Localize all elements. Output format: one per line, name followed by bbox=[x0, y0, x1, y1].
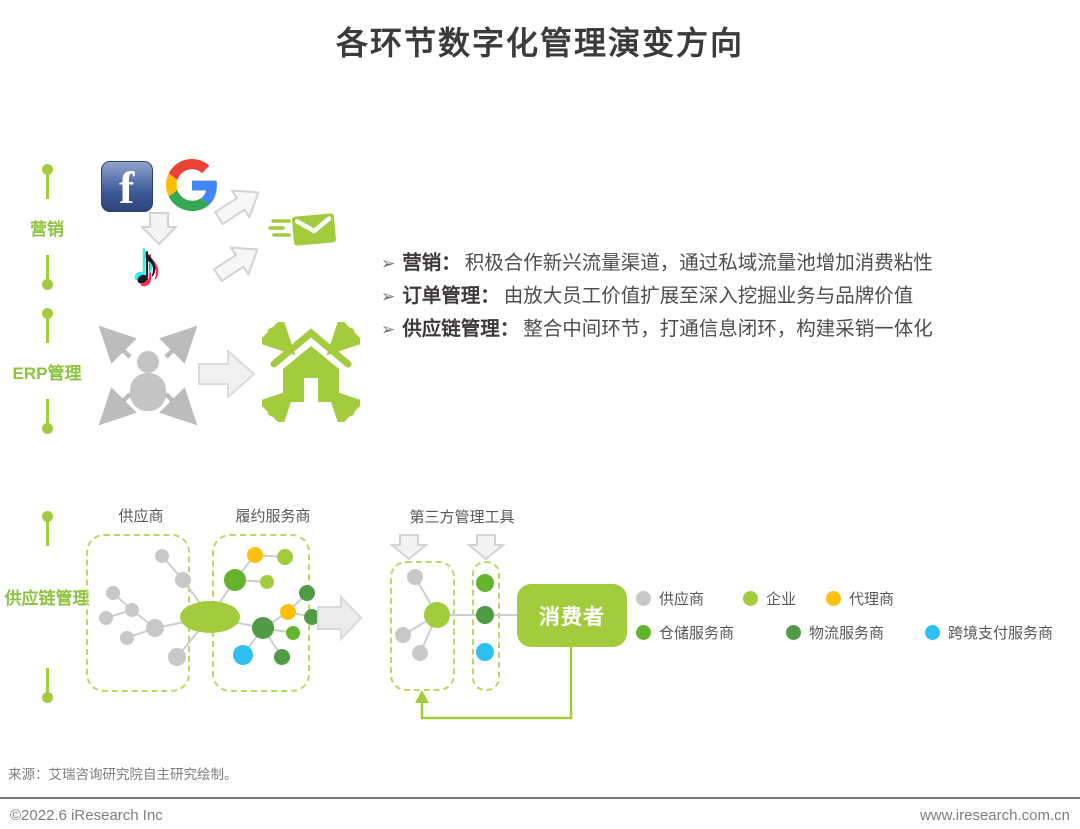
legend-item: 跨境支付服务商 bbox=[925, 624, 1053, 642]
flow-arrow-icon bbox=[198, 350, 256, 398]
tiktok-icon: ♪ bbox=[132, 232, 161, 297]
stage-label-fulfillment: 履约服务商 bbox=[235, 508, 311, 525]
legend-dot bbox=[636, 590, 651, 606]
stage-label-third-party-tools: 第三方管理工具 bbox=[409, 509, 515, 526]
facebook-icon: f bbox=[101, 161, 153, 212]
feedback-loop-arrow bbox=[415, 647, 573, 720]
tools-nodes bbox=[476, 574, 494, 661]
legend-dot bbox=[636, 624, 651, 640]
legend-item: 企业 bbox=[743, 590, 796, 608]
timeline-label-supply-chain: 供应链管理 bbox=[4, 589, 90, 608]
flow-arrow-icon bbox=[213, 189, 260, 226]
tools-box bbox=[472, 561, 500, 691]
bullet-item: ➢订单管理：由放大员工价值扩展至深入挖掘业务与品牌价值 bbox=[381, 285, 914, 307]
fulfillment-nodes bbox=[224, 547, 320, 665]
down-arrow-icon bbox=[389, 534, 506, 561]
network-edges bbox=[105, 554, 517, 658]
google-icon bbox=[166, 159, 217, 211]
supply-network-svg bbox=[99, 534, 573, 720]
page-title: 各环节数字化管理演变方向 bbox=[335, 25, 744, 61]
person-icon bbox=[98, 325, 198, 426]
legend-dot bbox=[826, 590, 841, 606]
managed-network-box bbox=[390, 561, 455, 691]
flow-arrow-icon bbox=[212, 246, 259, 283]
email-icon bbox=[268, 213, 336, 246]
legend-dot bbox=[743, 590, 758, 606]
legend-item: 代理商 bbox=[826, 590, 894, 608]
bullet-list: ➢营销：积极合作新兴流量渠道，通过私域流量池增加消费粘性 ➢订单管理：由放大员工… bbox=[381, 247, 1041, 346]
timeline-marker bbox=[42, 399, 53, 434]
house-icon bbox=[262, 322, 360, 422]
enterprise-hub-node bbox=[180, 601, 240, 633]
timeline-marker bbox=[42, 255, 53, 290]
timeline-marker bbox=[42, 511, 53, 546]
footer-bar: ©2022.6 iResearch Inc www.iresearch.com.… bbox=[0, 797, 1080, 829]
down-arrow-icon bbox=[141, 212, 177, 245]
legend-item: 物流服务商 bbox=[786, 624, 884, 642]
timeline-label-marketing: 营销 bbox=[30, 220, 64, 239]
source-note: 来源：艾瑞咨询研究院自主研究绘制。 bbox=[8, 767, 238, 782]
supplier-nodes bbox=[99, 549, 191, 666]
legend-item: 仓储服务商 bbox=[636, 624, 734, 642]
timeline-marker bbox=[42, 668, 53, 703]
timeline-marker bbox=[42, 308, 53, 343]
copyright-text: ©2022.6 iResearch Inc bbox=[10, 806, 163, 824]
managed-network-nodes bbox=[395, 569, 450, 661]
legend-dot bbox=[925, 624, 940, 640]
legend-item: 供应商 bbox=[636, 590, 704, 608]
website-url: www.iresearch.com.cn bbox=[919, 806, 1070, 824]
stage-label-supplier: 供应商 bbox=[118, 508, 164, 525]
consumer-button: 消费者 bbox=[517, 584, 627, 647]
flow-arrow-icon bbox=[317, 594, 363, 642]
bullet-item: ➢营销：积极合作新兴流量渠道，通过私域流量池增加消费粘性 bbox=[381, 252, 933, 274]
timeline-marker bbox=[42, 164, 53, 199]
legend-dot bbox=[786, 624, 801, 640]
bullet-item: ➢供应链管理：整合中间环节，打通信息闭环，构建采销一体化 bbox=[381, 318, 933, 340]
timeline-label-erp: ERP管理 bbox=[12, 364, 82, 383]
